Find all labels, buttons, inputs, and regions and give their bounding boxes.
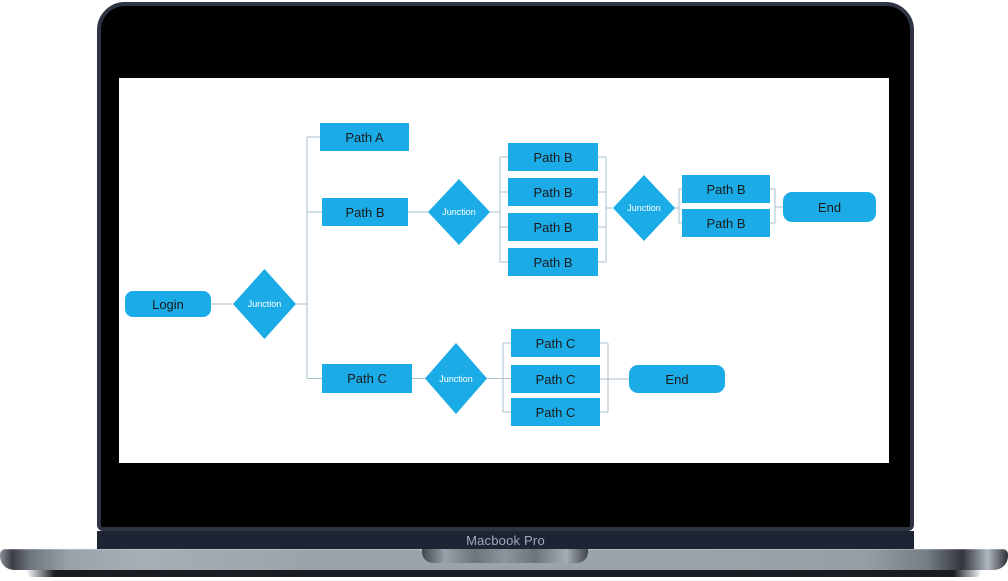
flowchart-connectors bbox=[211, 136, 783, 413]
flow-node-path-b-5: Path B bbox=[682, 175, 770, 203]
laptop-base-notch bbox=[422, 549, 588, 563]
laptop-screen: Login Junction Path A Path B Junction Pa… bbox=[119, 78, 889, 463]
flow-node-path-b-1: Path B bbox=[508, 143, 598, 171]
flow-node-path-b-2: Path B bbox=[508, 178, 598, 206]
device-name-label: Macbook Pro bbox=[466, 532, 545, 548]
flow-node-path-c-3: Path C bbox=[511, 398, 600, 426]
flow-node-path-b-6: Path B bbox=[682, 209, 770, 237]
laptop-hinge-bar: Macbook Pro bbox=[97, 531, 914, 549]
flow-node-path-a: Path A bbox=[320, 123, 409, 151]
flow-node-login: Login bbox=[125, 291, 211, 317]
flow-node-end-2: End bbox=[629, 365, 725, 393]
flow-node-path-b-3: Path B bbox=[508, 213, 598, 241]
flow-node-path-c-2: Path C bbox=[511, 365, 600, 393]
flow-node-path-b-4: Path B bbox=[508, 248, 598, 276]
laptop-base-shadow bbox=[26, 570, 982, 577]
flow-node-path-c: Path C bbox=[322, 364, 412, 393]
flow-node-path-b: Path B bbox=[322, 198, 408, 226]
flow-node-path-c-1: Path C bbox=[511, 329, 600, 357]
flow-node-end-1: End bbox=[783, 192, 876, 222]
